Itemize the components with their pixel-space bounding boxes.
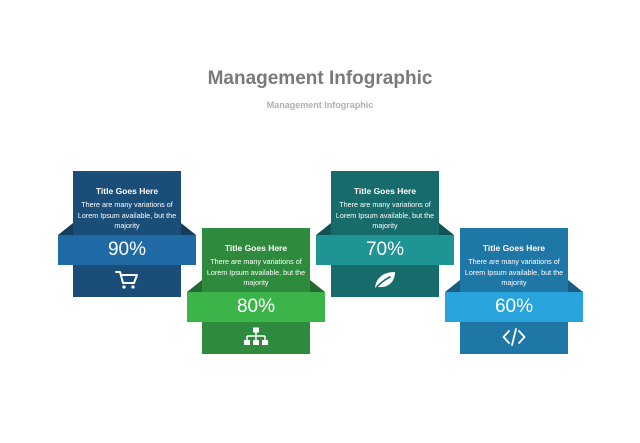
percent-band: 80% — [187, 292, 325, 322]
page-subtitle: Management Infographic — [266, 100, 374, 110]
band-fold-left — [58, 223, 73, 235]
card-description: There are many variations of Lorem Ipsum… — [464, 257, 564, 287]
percent-label: 60% — [494, 296, 534, 317]
card-description: There are many variations of Lorem Ipsum… — [335, 200, 435, 230]
percent-band: 90% — [58, 235, 196, 265]
sitemap-icon — [244, 327, 268, 347]
card-description: There are many variations of Lorem Ipsum… — [77, 200, 177, 230]
percent-label: 90% — [107, 239, 147, 260]
band-fold-right — [310, 280, 325, 292]
band-fold-right — [439, 223, 454, 235]
leaf-icon — [373, 270, 397, 290]
card-heading: Title Goes Here — [482, 243, 546, 253]
shopping-cart-icon — [115, 270, 139, 290]
percent-band: 60% — [445, 292, 583, 322]
percent-label: 80% — [236, 296, 276, 317]
infographic-card-2: Title Goes Here There are many variation… — [187, 228, 325, 354]
percent-label: 70% — [365, 239, 405, 260]
band-fold-right — [181, 223, 196, 235]
card-heading: Title Goes Here — [95, 186, 159, 196]
band-fold-right — [568, 280, 583, 292]
band-fold-left — [187, 280, 202, 292]
card-heading: Title Goes Here — [353, 186, 417, 196]
code-icon — [502, 327, 526, 347]
page-title: Management Infographic — [207, 68, 433, 89]
card-panel — [460, 228, 568, 354]
band-fold-left — [445, 280, 460, 292]
infographic-card-1: Title Goes Here There are many variation… — [58, 171, 196, 297]
infographic-card-3: Title Goes Here There are many variation… — [316, 171, 454, 297]
card-heading: Title Goes Here — [224, 243, 288, 253]
percent-band: 70% — [316, 235, 454, 265]
band-fold-left — [316, 223, 331, 235]
infographic-card-4: Title Goes Here There are many variation… — [445, 228, 583, 354]
card-description: There are many variations of Lorem Ipsum… — [206, 257, 306, 287]
